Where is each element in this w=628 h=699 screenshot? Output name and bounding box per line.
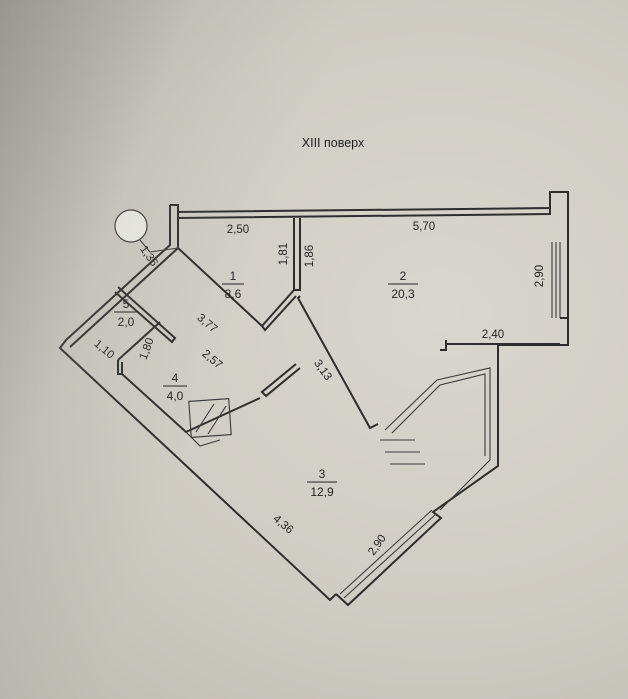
dim-room3-left: 4,36: [270, 513, 295, 537]
room-3-label: 3 12,9: [307, 467, 337, 499]
svg-text:3: 3: [319, 467, 326, 481]
dim-room5-side: 1,10: [91, 338, 116, 362]
dim-room1-top: 2,50: [227, 224, 249, 236]
dim-vestibule: 1,36: [137, 244, 160, 269]
floor-title: XIII поверх: [302, 136, 365, 150]
room-1-label: 1 8,6: [222, 269, 244, 301]
room-2-label: 2 20,3: [388, 269, 418, 301]
svg-text:20,3: 20,3: [391, 287, 415, 301]
svg-text:1: 1: [230, 269, 237, 283]
dim-room1-right: 1,81: [278, 243, 290, 265]
dim-room2-bottom: 2,40: [482, 329, 504, 341]
svg-text:8,6: 8,6: [225, 287, 242, 301]
interior-walls: [114, 218, 560, 599]
riser-circle: [114, 209, 148, 243]
dim-room3-bottom: 2,90: [366, 533, 389, 558]
svg-text:12,9: 12,9: [310, 485, 334, 499]
svg-text:4: 4: [172, 371, 179, 385]
dim-corridor-diag: 3,13: [311, 358, 334, 383]
dim-room2-top: 5,70: [413, 221, 435, 233]
svg-text:4,0: 4,0: [167, 389, 184, 403]
room-4-label: 4 4,0: [163, 371, 187, 403]
dim-room2-right: 2,90: [534, 265, 546, 287]
dim-room1-diag: 3,77: [194, 312, 219, 336]
window-right: [551, 242, 561, 318]
svg-text:2: 2: [400, 269, 407, 283]
svg-text:2,0: 2,0: [118, 315, 135, 329]
dim-room2-left: 1,86: [304, 245, 316, 267]
dim-room4-diag: 2,57: [199, 348, 224, 372]
svg-text:5: 5: [123, 297, 130, 311]
